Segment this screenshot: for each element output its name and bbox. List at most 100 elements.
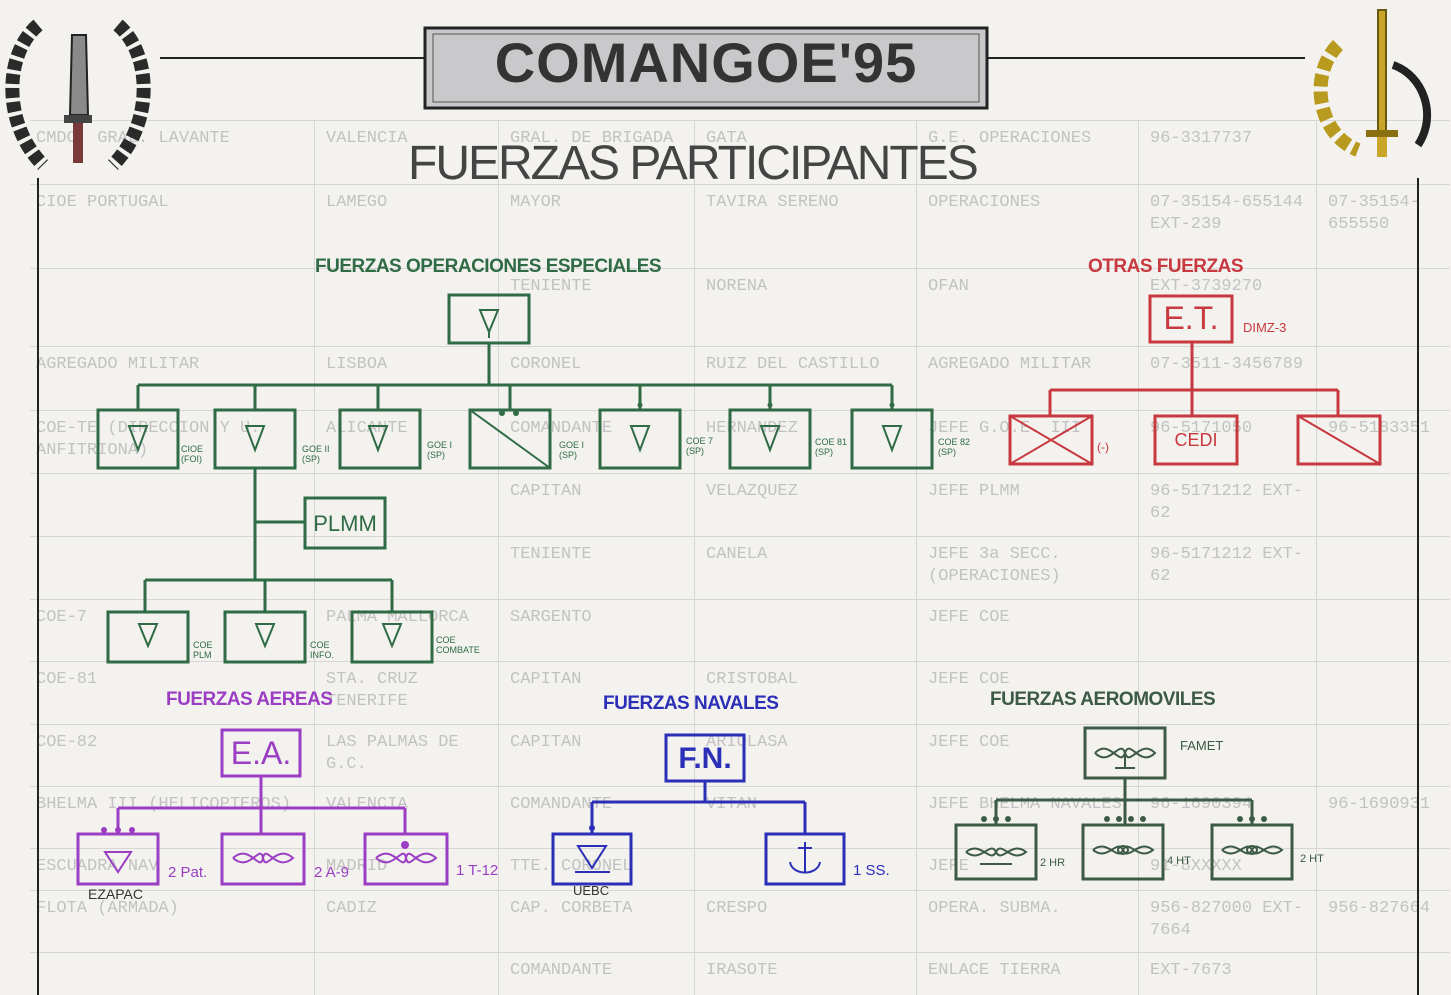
- table-cell: CAPITAN: [510, 482, 582, 501]
- table-cell: IRASOTE: [706, 961, 778, 980]
- unit-label: 1 T-12: [456, 862, 499, 879]
- unit-dots: [101, 827, 409, 849]
- oe-subunit-box: [223, 610, 307, 664]
- unit-label: COE 81 (SP): [815, 437, 848, 457]
- table-cell: ESCUADRA NAV: [36, 857, 159, 876]
- table-cell: JEFE: [928, 857, 969, 876]
- navales-unit-box: [551, 832, 633, 886]
- table-cell: OFAN: [928, 277, 969, 296]
- table-cell: COMANDANTE: [510, 795, 613, 814]
- unit-label: CIOE (FOI): [181, 444, 204, 464]
- cedi-box: [1153, 414, 1239, 466]
- table-cell: LISBOA: [326, 355, 388, 374]
- table-cell: VITAN: [706, 795, 758, 814]
- table-cell: CRISTOBAL: [706, 670, 798, 689]
- aero-unit-box: [1210, 823, 1294, 881]
- table-cell: G.E. OPERACIONES: [928, 129, 1092, 148]
- table-cell: 07-35154-655550: [1328, 193, 1420, 234]
- oe-unit-box: [213, 408, 297, 470]
- table-cell: CORONEL: [510, 355, 582, 374]
- table-cell: JEFE G.O.E. III: [928, 419, 1082, 438]
- table-cell: 07-3511-3456789: [1150, 355, 1304, 374]
- aero-unit-box: [954, 823, 1038, 881]
- table-cell: COE-7: [36, 608, 88, 627]
- oe-unit-box: [338, 408, 422, 470]
- table-cell: CANELA: [706, 545, 768, 564]
- table-cell: 956-827664: [1328, 899, 1431, 918]
- table-cell: OPERACIONES: [928, 193, 1041, 212]
- oe-subunit-box: [106, 610, 190, 664]
- table-cell: 956-827000 EXT-7664: [1150, 899, 1304, 940]
- dagger-laurel-emblem: [5, 19, 151, 170]
- table-gridline: [30, 536, 1450, 537]
- famet-label: FAMET: [1180, 738, 1224, 753]
- helicopter-icon: [965, 747, 1284, 865]
- table-cell: 96-5171212 EXT-62: [1150, 482, 1304, 523]
- plmm-box: [303, 496, 387, 550]
- plmm-label: PLMM: [313, 511, 377, 536]
- table-gridline: [30, 473, 1450, 474]
- unit-label: COE 7 (SP): [686, 436, 714, 456]
- title-box: [423, 26, 989, 110]
- aereas-unit-box: [76, 832, 160, 886]
- table-cell: TENIENTE: [510, 545, 592, 564]
- table-cell: AGREGADO MILITAR: [36, 355, 200, 374]
- table-cell: NORENA: [706, 277, 768, 296]
- unit-label: 1 SS.: [853, 862, 890, 879]
- table-gridline: [30, 184, 1450, 185]
- table-cell: STA. CRUZ TENERIFE: [326, 670, 418, 711]
- table-gridline: [30, 848, 1450, 849]
- fn-label: F.N.: [678, 742, 732, 775]
- table-cell: CAPITAN: [510, 670, 582, 689]
- table-gridline: [30, 120, 1450, 121]
- page-title: COMANGOE'95: [494, 31, 918, 94]
- parachute-icon: [127, 309, 903, 649]
- table-cell: GRAL. DE BRIGADA: [510, 129, 674, 148]
- table-cell: COMANDANTE: [510, 419, 613, 438]
- table-gridline: [30, 890, 1450, 891]
- unit-label: GOE I (SP): [559, 440, 585, 460]
- table-cell: VALENCIA: [326, 129, 408, 148]
- table-cell: OPERA. SUBMA.: [928, 899, 1061, 918]
- table-cell: 07-35154-655144 EXT-239: [1150, 193, 1304, 234]
- oe-unit-box: [468, 408, 552, 470]
- unit-label: 4 HT: [1167, 855, 1191, 867]
- table-cell: TAVIRA SERENO: [706, 193, 839, 212]
- otras-unit-box: [1008, 414, 1094, 466]
- table-cell: FLOTA (ARMADA): [36, 899, 179, 918]
- table-gridline: [30, 346, 1450, 347]
- table-gridline: [314, 120, 315, 995]
- table-cell: CIOE PORTUGAL: [36, 193, 169, 212]
- navales-unit-box: [764, 832, 846, 886]
- aero-unit-box: [1081, 823, 1165, 881]
- table-cell: COE-81: [36, 670, 98, 689]
- unit-label: 2 HT: [1300, 853, 1324, 865]
- table-cell: 96-5171050: [1150, 419, 1253, 438]
- oe-unit-box: [96, 408, 180, 470]
- subunit-label: COE PLM: [193, 640, 213, 660]
- ezapac-label: EZAPAC: [88, 886, 143, 902]
- table-cell: CADIZ: [326, 899, 378, 918]
- table-gridline: [498, 120, 499, 995]
- table-cell: AGREGADO MILITAR: [928, 355, 1092, 374]
- unit-label: COE 82 (SP): [938, 437, 971, 457]
- heading-fuerzas-aeromoviles: FUERZAS AEROMOVILES: [990, 689, 1216, 710]
- aereas-unit-box: [363, 832, 449, 886]
- table-cell: 96-5171212 EXT-62: [1150, 545, 1304, 586]
- table-cell: LAS PALMAS DE G.C.: [326, 733, 459, 774]
- table-cell: CAP. CORBETA: [510, 899, 633, 918]
- oe-diagram: [96, 293, 934, 664]
- et-label: E.T.: [1163, 300, 1219, 336]
- unit-label: GOE II (SP): [302, 444, 330, 464]
- heading-otras-fuerzas: OTRAS FUERZAS: [1088, 256, 1244, 277]
- table-cell: VELAZQUEZ: [706, 482, 798, 501]
- table-gridline: [694, 120, 695, 995]
- table-gridline: [1138, 120, 1139, 995]
- table-gridline: [916, 120, 917, 995]
- unit-dots: [499, 402, 895, 416]
- airborne-wing-icon: [103, 851, 438, 874]
- table-cell: MAYOR: [510, 193, 562, 212]
- table-cell: ARIOLASA: [706, 733, 788, 752]
- page-subtitle: FUERZAS PARTICIPANTES: [408, 137, 979, 190]
- table-cell: EXT-3739270: [1150, 277, 1263, 296]
